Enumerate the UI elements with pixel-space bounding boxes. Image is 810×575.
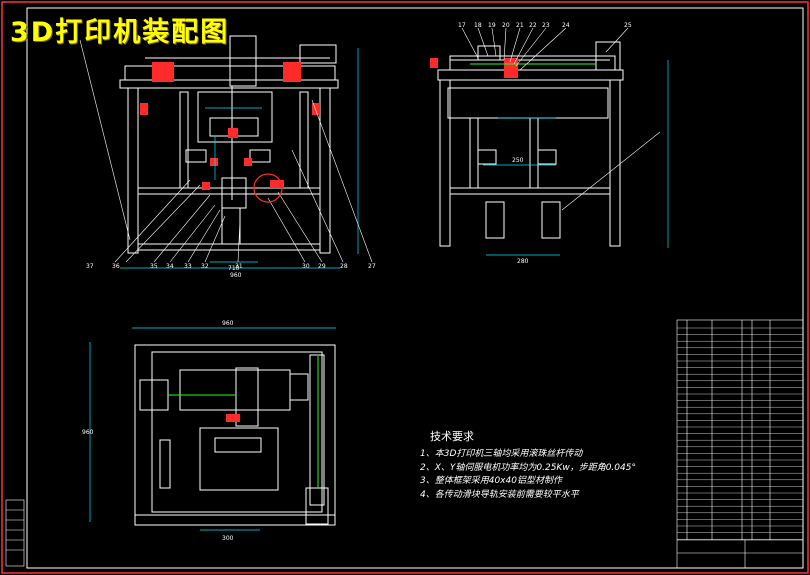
balloon-label: 25 <box>624 22 632 29</box>
side-leaders <box>461 27 661 211</box>
dim-side-bottom: 280 <box>517 258 529 265</box>
balloon-labels-top: 17 18 19 20 21 22 23 24 25 <box>458 22 632 29</box>
dim-plan-width: 960 <box>222 320 234 327</box>
balloon-label: 36 <box>112 263 120 270</box>
dim-front-bottom2: 710 <box>228 265 240 272</box>
balloon-label: 17 <box>458 22 466 29</box>
side-title-strip <box>5 499 25 567</box>
detail-circle <box>253 173 283 203</box>
dim-plan-bottom: 300 <box>222 535 234 542</box>
balloon-label: 31 <box>235 263 243 270</box>
plan-view-parts <box>168 356 319 488</box>
balloon-label: 35 <box>150 263 158 270</box>
balloon-label: 23 <box>542 22 550 29</box>
balloon-label: 22 <box>529 22 537 29</box>
side-view-dims <box>483 60 669 256</box>
technical-requirements: 技术要求 1、本3D打印机三轴均采用滚珠丝杆传动 2、X、Y轴伺服电机功率均为0… <box>420 428 636 502</box>
tech-line: 1、本3D打印机三轴均采用滚珠丝杆传动 <box>420 449 583 459</box>
plan-view-dims <box>89 327 336 531</box>
parts-list <box>676 319 804 569</box>
inner-border <box>26 7 804 569</box>
balloon-label: 32 <box>201 263 209 270</box>
balloon-labels-bottom: 37 36 35 34 33 32 31 30 29 28 27 <box>86 263 376 270</box>
balloon-label: 24 <box>562 22 570 29</box>
balloon-label: 34 <box>166 263 174 270</box>
balloon-label: 28 <box>340 263 348 270</box>
tech-line: 4、各传动滑块导轨安装前需要较平水平 <box>420 489 579 500</box>
dim-front-bottom: 960 <box>230 272 242 279</box>
plan-view <box>134 344 336 526</box>
balloon-label: 18 <box>474 22 482 29</box>
balloon-label: 33 <box>184 263 192 270</box>
tech-line: 3、整体框架采用40x40铝型材制作 <box>420 476 562 486</box>
balloon-label: 20 <box>502 22 510 29</box>
parts-list-rows <box>677 327 803 540</box>
dim-plan-height: 960 <box>82 429 94 436</box>
front-view-dims <box>120 48 359 269</box>
balloon-label: 27 <box>368 263 376 270</box>
tech-line: 2、X、Y轴伺服电机功率均为0.25Kw，步距角0.045° <box>420 462 636 473</box>
balloon-label: 19 <box>488 22 496 29</box>
front-view-parts <box>140 62 320 190</box>
balloon-label: 21 <box>516 22 524 29</box>
side-view-parts <box>430 58 596 78</box>
front-leaders <box>79 39 373 263</box>
dim-side-mid: 250 <box>512 157 524 164</box>
drawing-title: 3D打印机装配图 <box>10 17 230 48</box>
tech-title: 技术要求 <box>430 430 474 443</box>
balloon-label: 30 <box>302 263 310 270</box>
side-view <box>437 41 624 247</box>
balloon-label: 29 <box>318 263 326 270</box>
balloon-label: 37 <box>86 263 94 270</box>
